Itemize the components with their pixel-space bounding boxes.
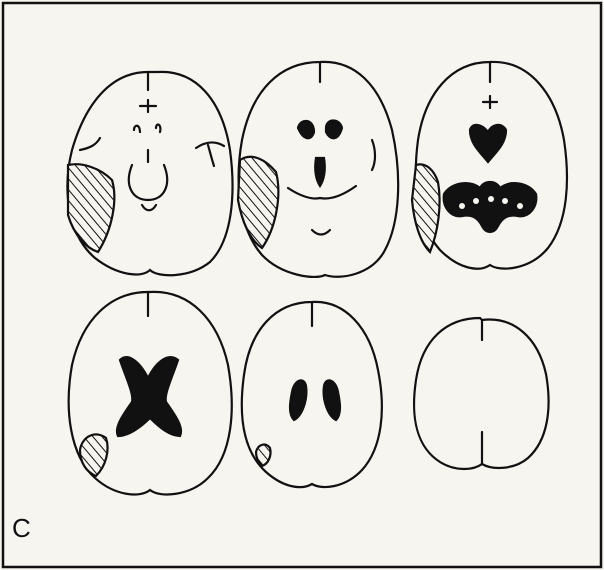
brain-outline xyxy=(416,62,567,269)
choroid-plexus-dot xyxy=(459,203,465,209)
brain-slice-5 xyxy=(242,302,382,487)
choroid-plexus-dot xyxy=(517,203,523,209)
choroid-plexus-dot xyxy=(473,198,479,204)
lesion-hatched xyxy=(412,164,440,252)
brain-slice-2 xyxy=(238,62,398,277)
choroid-plexus-dot xyxy=(488,196,494,202)
panel-label: C xyxy=(12,515,31,541)
brain-slice-6 xyxy=(414,318,548,469)
frontal-horn-right xyxy=(326,121,342,139)
brain-slice-4 xyxy=(69,292,232,495)
third-ventricle xyxy=(315,158,325,186)
brain-slice-1 xyxy=(67,72,232,275)
choroid-plexus-dot xyxy=(502,198,508,204)
brain-slice-3 xyxy=(412,62,567,269)
